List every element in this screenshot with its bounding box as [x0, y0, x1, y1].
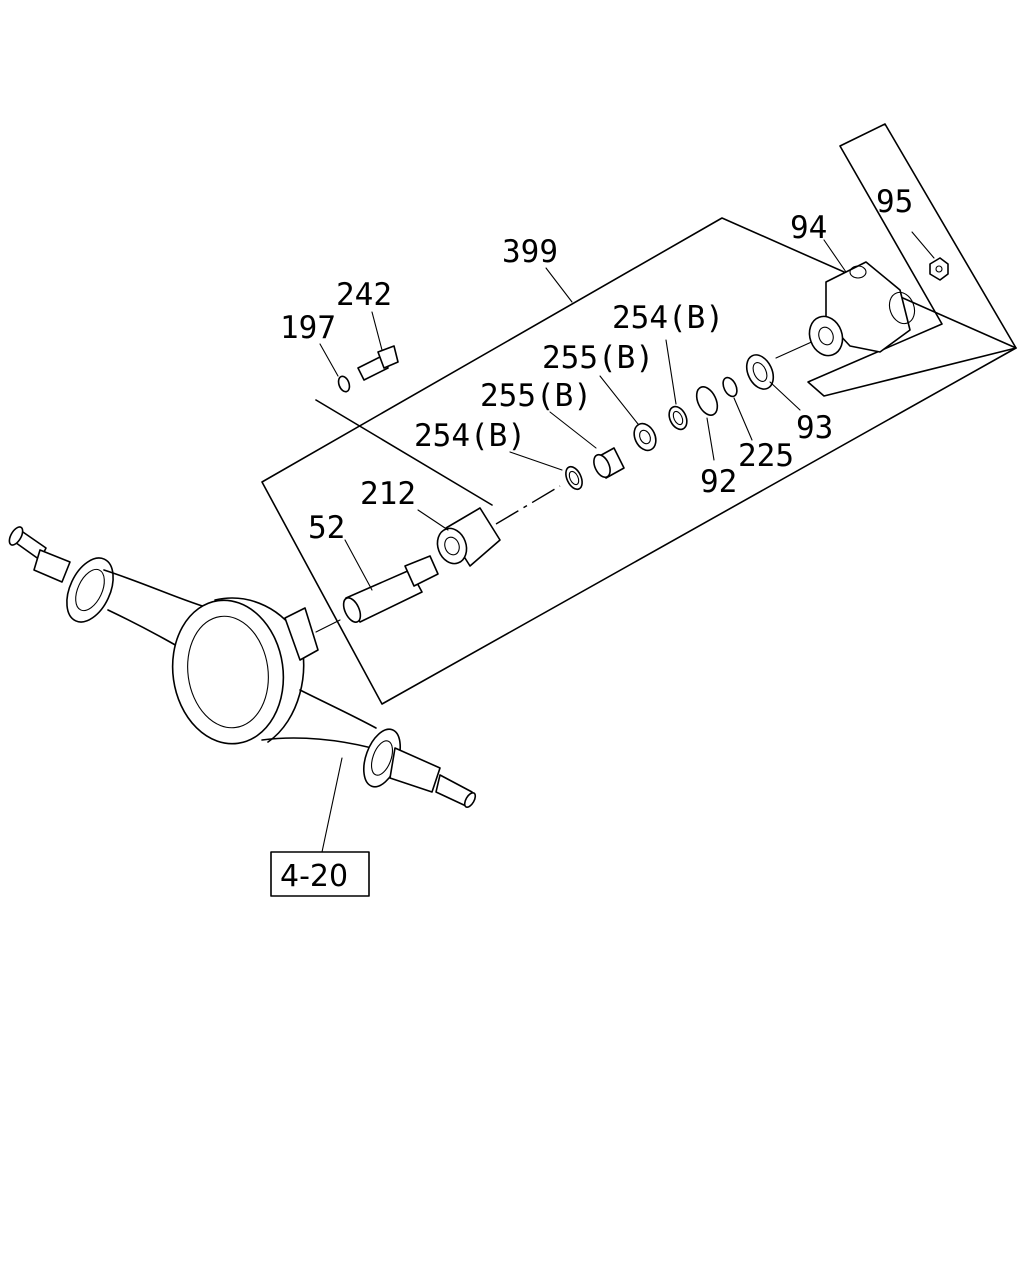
assembly-399-inner-edge	[315, 399, 493, 506]
leader-399	[545, 267, 573, 303]
callout-93: 93	[796, 410, 833, 446]
callout-225: 225	[738, 438, 794, 474]
part-255b-upper	[599, 375, 657, 452]
callout-197: 197	[280, 310, 336, 346]
callout-254b-lower: 254(B)	[414, 418, 526, 454]
part-94-flange	[808, 239, 916, 357]
callout-242: 242	[336, 277, 392, 313]
part-254b-lower	[509, 451, 583, 491]
part-95-nut	[911, 231, 949, 281]
part-92-shim	[695, 386, 719, 461]
callout-254b-top: 254(B)	[612, 300, 724, 336]
axle-housing	[8, 526, 477, 853]
flange-axis-line	[775, 339, 817, 359]
callout-94: 94	[790, 210, 827, 246]
assembly-94-95-frame	[807, 123, 1017, 397]
callout-255b-lower: 255(B)	[480, 378, 592, 414]
callout-399: 399	[502, 234, 558, 270]
callout-255b-upper: 255(B)	[542, 340, 654, 376]
pinion-axis-line	[495, 485, 561, 525]
reference-label: 4-20	[280, 859, 348, 894]
callout-212: 212	[360, 476, 416, 512]
callout-95: 95	[876, 184, 913, 220]
part-225-washer	[722, 376, 753, 441]
part-212-cage	[417, 507, 501, 567]
callout-92: 92	[700, 464, 737, 500]
reference-box	[270, 851, 370, 897]
part-52-shaft	[342, 539, 439, 623]
part-254b-upper	[665, 339, 688, 431]
part-197-washer	[319, 343, 351, 393]
part-255b-lower	[549, 411, 625, 479]
callout-52: 52	[308, 510, 345, 546]
part-242-bolt	[357, 311, 399, 381]
part-93-bearing	[745, 354, 801, 411]
